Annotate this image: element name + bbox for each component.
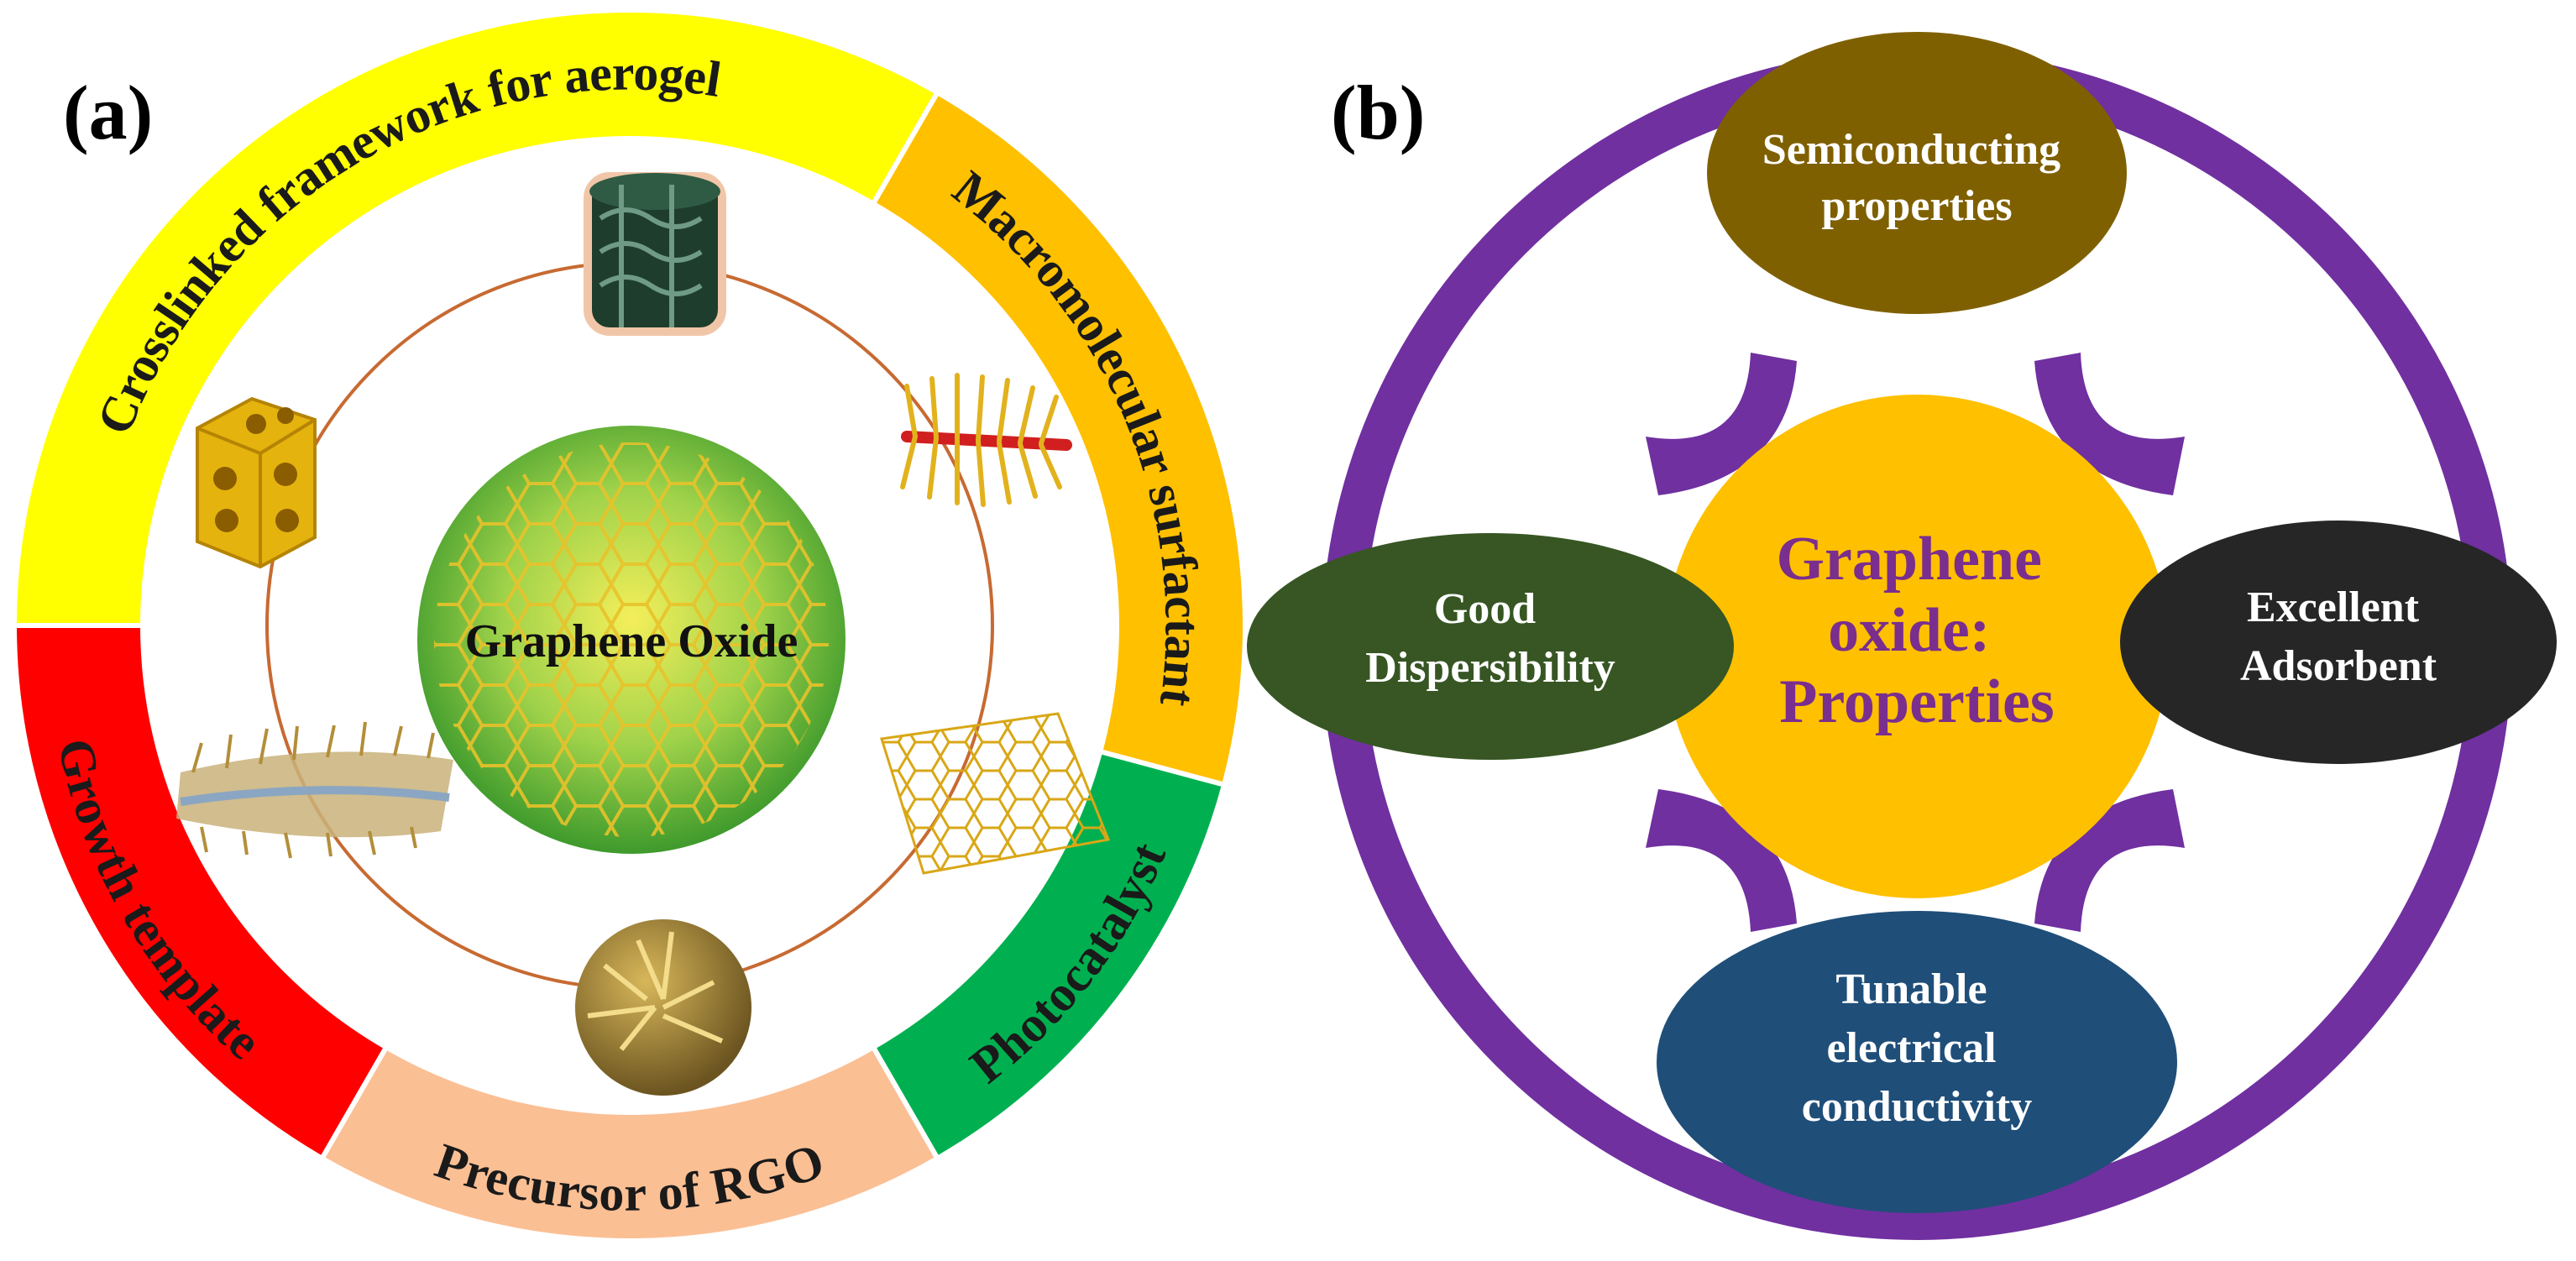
- svg-text:Excellent Adsorbent: Excellent Adsorbent: [2240, 583, 2437, 690]
- bottlebrush-polymer-illustration: [900, 373, 1072, 507]
- node-semiconducting: Semiconducting properties: [1707, 32, 2127, 314]
- node-bottom-line-2: electrical: [1826, 1024, 1996, 1072]
- node-adsorbent: Excellent Adsorbent: [2120, 521, 2557, 764]
- node-right-line-2: Adsorbent: [2240, 642, 2437, 690]
- center-line-3: Properties: [1779, 667, 2054, 736]
- panel-b-label: (b): [1331, 70, 1425, 155]
- node-left-line-2: Dispersibility: [1365, 644, 1615, 692]
- porous-cube-illustration: [196, 396, 317, 569]
- node-bottom-line-3: conductivity: [1802, 1083, 2032, 1131]
- ring-segment-growth-template: [11, 623, 390, 1162]
- center-circle: [1665, 395, 2169, 898]
- svg-text:Good Dispersibility: Good Dispersibility: [1365, 585, 1615, 692]
- connector-arcs: [1646, 353, 2185, 932]
- center-line-1: Graphene: [1776, 525, 2042, 594]
- center-title: Graphene oxide: Properties: [1776, 525, 2057, 736]
- panel-a-label: (a): [63, 70, 153, 155]
- node-top-line-1: Semiconducting: [1762, 126, 2060, 174]
- panel-b: Graphene oxide: Properties Semiconductin…: [1247, 32, 2557, 1240]
- ring-segment-macromolecular: [869, 89, 1248, 788]
- svg-text:Tunable electrical: Tunable electrical conductivity: [1802, 965, 2032, 1131]
- node-conductivity: Tunable electrical conductivity: [1657, 911, 2177, 1213]
- node-right-line-1: Excellent: [2247, 583, 2420, 631]
- node-top-line-2: properties: [1821, 182, 2012, 230]
- svg-text:Semiconducting propert: Semiconducting properties: [1762, 126, 2071, 230]
- panel-a: Crosslinked framework for aerogelMacromo…: [11, 8, 1248, 1243]
- center-line-2: oxide:: [1828, 596, 1990, 665]
- aerogel-cylinder-illustration: [584, 172, 726, 336]
- node-bottom-line-1: Tunable: [1835, 965, 1987, 1013]
- ring-segment-crosslinked: [11, 8, 941, 628]
- graphitic-sheet-illustration: [880, 712, 1111, 875]
- flower-nanostructure-illustration: [575, 919, 751, 1096]
- graphene-lattice: [434, 442, 829, 837]
- nanowire-film-illustration: [176, 721, 453, 859]
- graphene-oxide-label: Graphene Oxide: [465, 615, 798, 667]
- node-left-line-1: Good: [1434, 585, 1536, 633]
- node-dispersibility: Good Dispersibility: [1247, 533, 1734, 760]
